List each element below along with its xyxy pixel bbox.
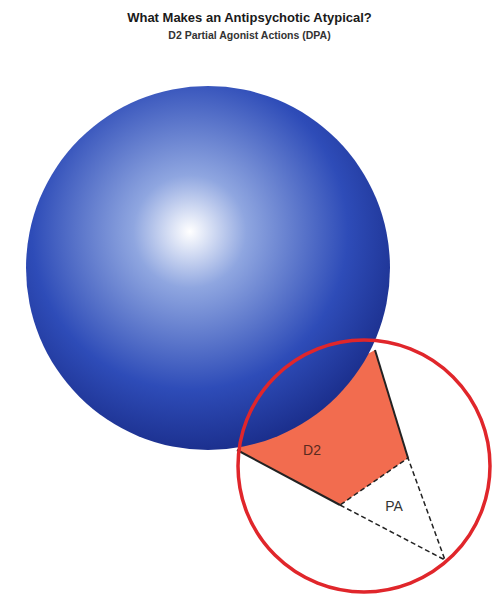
pa-label: PA (381, 496, 407, 516)
sphere (26, 86, 390, 450)
wedge-edge (237, 450, 340, 505)
node-label: PA (385, 498, 403, 514)
subtitle: D2 Partial Agonist Actions (DPA) (0, 29, 499, 41)
title: What Makes an Antipsychotic Atypical? (0, 10, 499, 25)
pa-dashed-tip (340, 458, 445, 560)
node-label: D2 (303, 442, 321, 458)
d2-wedge-label: D2 (299, 440, 325, 460)
wedge-edge (375, 350, 408, 458)
highlight-circle (238, 340, 490, 592)
